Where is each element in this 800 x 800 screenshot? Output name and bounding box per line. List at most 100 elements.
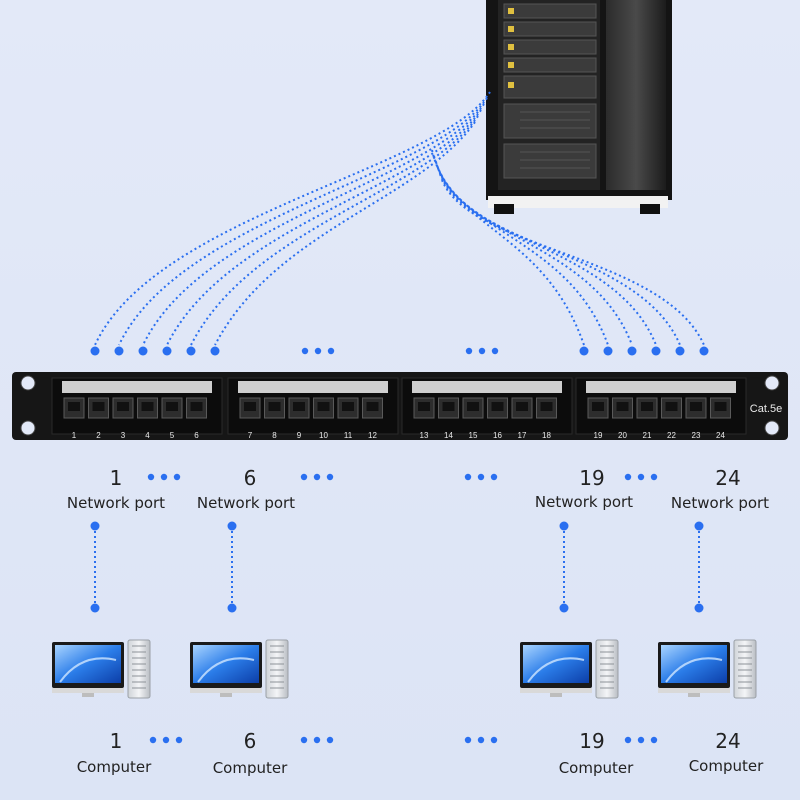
port-number: 18 <box>542 431 551 440</box>
computer-number-6: 6 <box>243 729 257 753</box>
computer-number-19: 19 <box>579 729 605 753</box>
ellipsis-dot <box>624 473 632 481</box>
ellipsis-dot <box>301 347 309 355</box>
network-port-label-6: Network port <box>196 494 296 512</box>
monitor-stand <box>688 693 700 697</box>
port-number: 11 <box>344 431 353 440</box>
monitor-screen <box>661 645 727 683</box>
rj45-socket <box>491 402 504 411</box>
tower-body <box>733 639 757 699</box>
port-number: 14 <box>444 431 453 440</box>
cable-endpoint-dot <box>627 346 637 356</box>
computer-1 <box>52 639 151 699</box>
computer-monitor-icon <box>658 642 730 697</box>
computer-monitor-icon <box>190 642 262 697</box>
screen-swirl <box>527 657 585 683</box>
pc-tower-icon <box>595 639 619 699</box>
rj45-socket <box>92 402 105 411</box>
monitor-chin <box>658 688 730 693</box>
ellipsis-dot <box>175 736 183 744</box>
ellipsis-dot <box>464 736 472 744</box>
label-strip <box>412 381 562 393</box>
rj45-socket <box>665 402 678 411</box>
cable-endpoint-dot <box>162 346 172 356</box>
rj45-socket <box>592 402 604 411</box>
cable-endpoint-dot <box>579 346 589 356</box>
cable-right-1 <box>431 149 585 346</box>
port-number: 6 <box>194 431 199 440</box>
cable-left-2 <box>118 97 488 346</box>
rj45-socket <box>366 402 379 411</box>
network-port-number-6: 6 <box>243 466 257 490</box>
link-dot-bottom <box>227 603 237 613</box>
cable-left-6 <box>214 121 476 346</box>
rj45-socket <box>166 402 178 411</box>
ellipsis-dot <box>650 736 658 744</box>
computer-number-1: 1 <box>109 729 123 753</box>
rj45-socket <box>418 402 430 411</box>
rj45-socket <box>516 402 528 411</box>
computer-label-6: Computer <box>212 759 288 777</box>
ellipsis-dot <box>465 347 473 355</box>
ellipsis-dot <box>477 473 485 481</box>
computer-3 <box>520 639 619 699</box>
link-dot-bottom <box>90 603 100 613</box>
rj45-socket <box>141 402 154 411</box>
screen-swirl <box>197 657 255 683</box>
cable-endpoint-dot <box>210 346 220 356</box>
ellipsis-dot <box>300 473 308 481</box>
port-number: 20 <box>618 431 627 440</box>
pc-tower-icon <box>127 639 151 699</box>
cable-left-4 <box>166 109 482 346</box>
screen-swirl <box>665 657 723 683</box>
computer-label-1: Computer <box>76 758 152 776</box>
ellipsis-dot <box>637 473 645 481</box>
port-number: 19 <box>594 431 603 440</box>
ellipsis-dot <box>300 736 308 744</box>
cable-endpoint-dot <box>651 346 661 356</box>
network-port-number-24: 24 <box>715 466 741 490</box>
link-dot-bottom <box>559 603 569 613</box>
ellipsis-dot <box>490 473 498 481</box>
network-port-label-24: Network port <box>670 494 770 512</box>
label-strip <box>586 381 736 393</box>
computer-links <box>90 521 704 613</box>
ellipsis-dot <box>314 347 322 355</box>
rj45-socket <box>117 402 129 411</box>
ellipsis-dot <box>477 736 485 744</box>
port-number: 5 <box>170 431 175 440</box>
computer-label-19: Computer <box>558 759 634 777</box>
cable-endpoint-dot <box>603 346 613 356</box>
computer-2 <box>190 639 289 699</box>
computer-monitor-icon <box>520 642 592 697</box>
rj45-socket <box>714 402 727 411</box>
port-number: 23 <box>692 431 701 440</box>
cable-endpoint-dot <box>186 346 196 356</box>
port-number: 9 <box>297 431 302 440</box>
network-port-label-1: Network port <box>66 494 166 512</box>
ellipsis-dot <box>478 347 486 355</box>
ellipsis-dot <box>313 736 321 744</box>
port-number: 15 <box>469 431 478 440</box>
pc-tower-icon <box>733 639 757 699</box>
port-number: 13 <box>420 431 429 440</box>
monitor-chin <box>190 688 262 693</box>
monitor-stand <box>220 693 232 697</box>
link-dot-top <box>694 521 704 531</box>
port-number: 21 <box>643 431 652 440</box>
cable-left-5 <box>190 115 479 346</box>
cable-left-1 <box>94 91 491 346</box>
computers <box>52 639 757 699</box>
rj45-socket <box>690 402 702 411</box>
monitor-screen <box>523 645 589 683</box>
pc-tower-icon <box>265 639 289 699</box>
port-number: 22 <box>667 431 676 440</box>
network-port-label-19: Network port <box>534 493 634 511</box>
computer-number-24: 24 <box>715 729 741 753</box>
port-number: 4 <box>145 431 150 440</box>
rj45-socket <box>190 402 203 411</box>
link-dot-top <box>559 521 569 531</box>
port-number: 1 <box>72 431 77 440</box>
ellipsis-dot <box>637 736 645 744</box>
rj45-socket <box>268 402 281 411</box>
